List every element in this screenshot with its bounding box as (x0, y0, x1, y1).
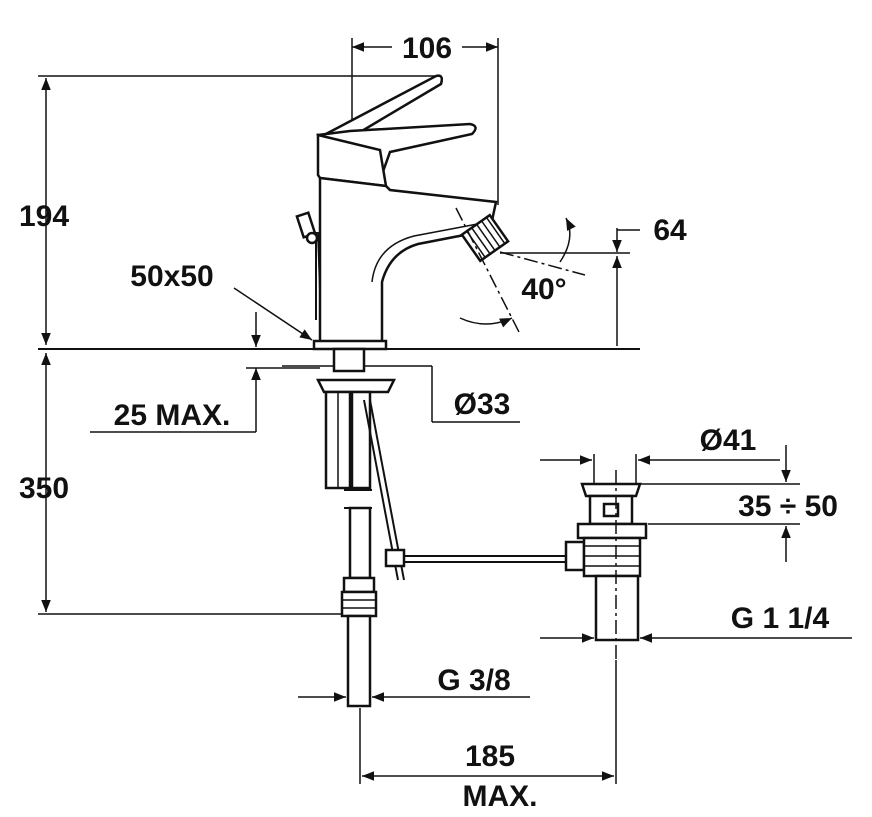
label-g-3-8: G 3/8 (437, 664, 510, 697)
label-185-max: MAX. (463, 780, 538, 813)
label-64: 64 (653, 214, 687, 247)
dim-diameter-41: Ø41 (540, 424, 780, 484)
label-diameter-33: Ø33 (454, 388, 511, 421)
fixing-assembly (282, 347, 397, 708)
mixer-body (295, 74, 510, 351)
popup-rod (363, 399, 586, 581)
label-106: 106 (402, 32, 452, 65)
dim-g-3-8: G 3/8 (298, 664, 530, 702)
dim-185-max: 185 MAX. (359, 660, 617, 813)
label-50x50: 50x50 (130, 260, 213, 293)
dim-50x50: 50x50 (130, 260, 313, 341)
label-194: 194 (19, 200, 69, 233)
label-185: 185 (465, 740, 515, 773)
dim-g-1-1-4: G 1 1/4 (540, 602, 852, 643)
dim-35-50: 35 ÷ 50 (640, 445, 838, 562)
label-g-1-1-4: G 1 1/4 (731, 602, 830, 635)
waste-valve (576, 470, 648, 660)
dim-194: 194 (19, 75, 440, 345)
dim-diameter-33: Ø33 (390, 365, 520, 423)
label-25-max: 25 MAX. (114, 399, 231, 432)
label-350: 350 (19, 472, 69, 505)
dim-25-max: 25 MAX. (90, 312, 320, 433)
dim-64: 64 (500, 214, 687, 346)
dim-40-angle: 40° (455, 207, 586, 335)
label-diameter-41: Ø41 (700, 424, 757, 457)
label-35-50: 35 ÷ 50 (738, 490, 838, 523)
label-40: 40° (521, 273, 566, 306)
dim-350: 350 (19, 353, 350, 615)
